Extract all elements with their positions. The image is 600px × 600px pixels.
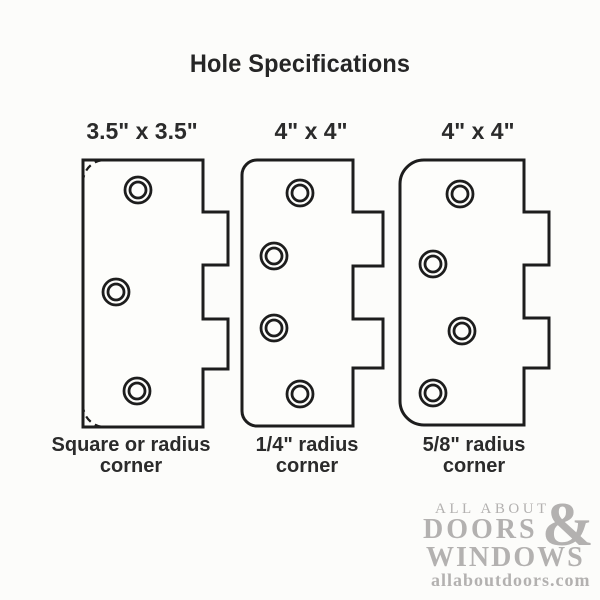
hinge2-screw-hole-3-inner <box>264 318 284 338</box>
hinge1-caption-line2: corner <box>99 455 163 477</box>
hinge2-screw-hole-1-inner <box>290 183 310 203</box>
hinge2-caption-line1: 1/4" radius <box>255 434 359 456</box>
hinge3-caption: 5/8" radius corner <box>423 435 526 477</box>
hinge3-screw-hole-3-inner <box>452 321 472 341</box>
hinge3-caption-line2: corner <box>442 455 506 477</box>
hinge2-outline <box>240 158 385 428</box>
hinge1-screw-hole-3-outer <box>122 376 152 406</box>
hinge3-screw-hole-1-inner <box>450 184 470 204</box>
hinge3-caption-line1: 5/8" radius <box>422 434 526 456</box>
hinge2-size-label: 4" x 4" <box>274 118 348 144</box>
hinge3-screw-hole-1-outer <box>445 179 475 209</box>
hinge3-screw-hole-4-outer <box>418 378 448 408</box>
watermark-logo: ALL ABOUT DOORS & WINDOWS allaboutdoors.… <box>418 494 600 596</box>
hinge3-outline <box>398 158 551 427</box>
watermark-url: allaboutdoors.com <box>431 570 591 590</box>
hinge1-screw-hole-3-inner <box>127 381 147 401</box>
hinge1-radius-option-arc-2 <box>81 404 107 429</box>
hinge3-size-label: 4" x 4" <box>441 118 515 144</box>
hinge1-caption: Square or radius corner <box>52 435 211 477</box>
hinge1-caption-line1: Square or radius <box>51 434 211 456</box>
hinge2-screw-hole-2-outer <box>259 241 289 271</box>
hinge2-screw-hole-3-outer <box>259 313 289 343</box>
watermark-ampersand: & <box>542 491 594 559</box>
hinge3-screw-hole-4-inner <box>423 383 443 403</box>
hinge1-radius-option-arc-1 <box>81 158 106 183</box>
hinge2-caption-line2: corner <box>275 455 339 477</box>
hinge2-screw-hole-4-outer <box>285 379 315 409</box>
hinge1-screw-hole-1-inner <box>128 180 148 200</box>
hinge1-size-label: 3.5" x 3.5" <box>86 118 198 144</box>
hinge1-screw-hole-1-outer <box>123 175 153 205</box>
watermark-doors: DOORS <box>423 514 538 545</box>
hinge2-caption: 1/4" radius corner <box>256 435 359 477</box>
hinge1-screw-hole-2-inner <box>106 282 126 302</box>
hinge1-screw-hole-2-outer <box>101 277 131 307</box>
hinge3-screw-hole-2-outer <box>418 249 448 279</box>
watermark-windows: WINDOWS <box>426 542 585 573</box>
hinge3-screw-hole-2-inner <box>423 254 443 274</box>
hinge2-screw-hole-1-outer <box>285 178 315 208</box>
hinge1-outline <box>81 158 230 429</box>
watermark-all-about: ALL ABOUT <box>435 501 550 517</box>
page-title: Hole Specifications <box>189 50 411 78</box>
hinge2-screw-hole-4-inner <box>290 384 310 404</box>
hinge2-screw-hole-2-inner <box>264 246 284 266</box>
hinge3-screw-hole-3-outer <box>447 316 477 346</box>
